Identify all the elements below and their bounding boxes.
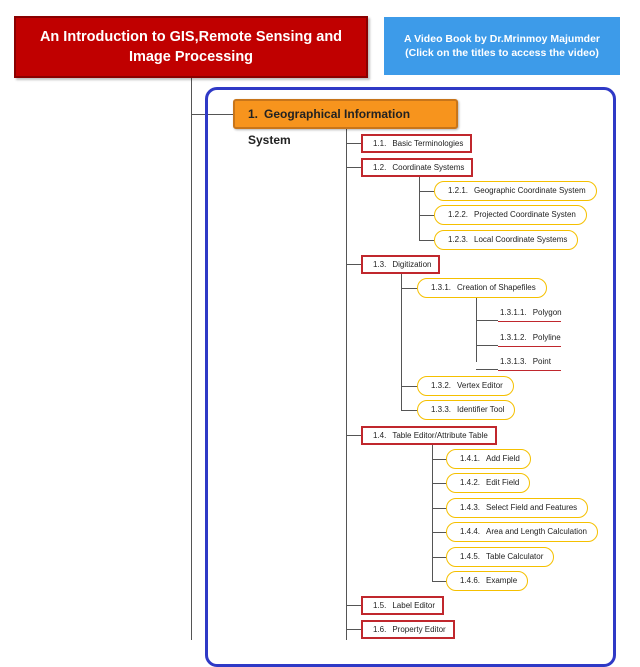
topic-number: 1.4.4. — [460, 527, 481, 536]
connector-1-4-6 — [432, 581, 446, 582]
connector-root — [191, 114, 233, 115]
topic-label: Polyline — [532, 333, 561, 342]
topic-number: 1.1. — [373, 139, 387, 148]
topic-label: Select Field and Features — [486, 503, 578, 512]
topic-area-and-length-calculation[interactable]: 1.4.4. Area and Length Calculation — [446, 522, 598, 542]
topic-number: 1.3.3. — [431, 405, 452, 414]
topic-number: 1.2.2. — [448, 210, 469, 219]
topic-polyline[interactable]: 1.3.1.2. Polyline — [498, 330, 561, 347]
topic-label: Table Calculator — [486, 552, 544, 561]
topic-geographic-coordinate-system[interactable]: 1.2.1. Geographic Coordinate System — [434, 181, 597, 201]
topic-label: Vertex Editor — [457, 381, 503, 390]
connector-1-6 — [346, 629, 361, 630]
connector-1-3-1 — [401, 288, 417, 289]
connector-1-1 — [346, 143, 361, 144]
main-title-text: An Introduction to GIS,Remote Sensing an… — [39, 29, 343, 65]
connector-1-2 — [346, 167, 361, 168]
topic-label: Polygon — [532, 308, 562, 317]
topic-point[interactable]: 1.3.1.3. Point — [498, 354, 561, 371]
connector-1-4-1 — [432, 459, 446, 460]
connector-1-4-5 — [432, 557, 446, 558]
topic-label: Geographic Coordinate System — [474, 186, 586, 195]
connector-1-3-1-1 — [476, 320, 498, 321]
connector-1-2-trunk — [419, 176, 420, 240]
topic-polygon[interactable]: 1.3.1.1. Polygon — [498, 305, 562, 322]
connector-main-trunk — [191, 78, 192, 640]
topic-number: 1. — [248, 107, 259, 121]
topic-select-field-and-features[interactable]: 1.4.3. Select Field and Features — [446, 498, 589, 518]
topic-number: 1.5. — [373, 601, 387, 610]
topic-digitization[interactable]: 1.3. Digitization — [361, 255, 441, 274]
connector-1-4-trunk — [432, 444, 433, 582]
topic-label: Add Field — [486, 454, 520, 463]
topic-number: 1.2. — [373, 163, 387, 172]
topic-number: 1.2.1. — [448, 186, 469, 195]
topic-identifier-tool[interactable]: 1.3.3. Identifier Tool — [417, 400, 516, 420]
topic-label: Basic Terminologies — [392, 139, 464, 148]
topic-vertex-editor[interactable]: 1.3.2. Vertex Editor — [417, 376, 514, 396]
topic-property-editor[interactable]: 1.6. Property Editor — [361, 620, 455, 639]
topic-local-coordinate-systems[interactable]: 1.2.3. Local Coordinate Systems — [434, 230, 579, 250]
connector-1-3-3 — [401, 410, 417, 411]
topic-geographical-information-system[interactable]: 1.Geographical Information System — [233, 99, 458, 147]
topic-label: Property Editor — [392, 625, 446, 634]
topic-number: 1.3.1.1. — [500, 308, 527, 317]
topic-label: Creation of Shapefiles — [457, 283, 536, 292]
topic-number: 1.3.2. — [431, 381, 452, 390]
topic-label: Example — [486, 576, 518, 585]
topic-number: 1.2.3. — [448, 235, 469, 244]
connector-1-3-1-trunk — [476, 298, 477, 362]
topic-table-calculator[interactable]: 1.4.5. Table Calculator — [446, 547, 555, 567]
connector-1-2-2 — [419, 215, 434, 216]
topic-label: Point — [532, 357, 551, 366]
topic-creation-of-shapefiles[interactable]: 1.3.1. Creation of Shapefiles — [417, 278, 547, 298]
topic-label: Local Coordinate Systems — [474, 235, 568, 244]
video-book-banner[interactable]: A Video Book by Dr.Mrinmoy Majumder (Cli… — [384, 17, 620, 75]
connector-1-2-1 — [419, 191, 434, 192]
connector-1-3 — [346, 264, 361, 265]
connector-1-2-3 — [419, 240, 434, 241]
video-book-instruction: (Click on the titles to access the video… — [405, 47, 599, 59]
topic-edit-field[interactable]: 1.4.2. Edit Field — [446, 473, 531, 493]
topic-label: Label Editor — [392, 601, 436, 610]
connector-1-5 — [346, 605, 361, 606]
topic-add-field[interactable]: 1.4.1. Add Field — [446, 449, 531, 469]
topic-label-editor[interactable]: 1.5. Label Editor — [361, 596, 445, 615]
topic-label: Digitization — [392, 260, 432, 269]
topic-number: 1.4.2. — [460, 478, 481, 487]
topic-number: 1.4. — [373, 431, 387, 440]
topic-number: 1.6. — [373, 625, 387, 634]
topic-label: Edit Field — [486, 478, 520, 487]
topic-basic-terminologies[interactable]: 1.1. Basic Terminologies — [361, 134, 473, 153]
topic-label: Geographical Information System — [248, 107, 411, 147]
topic-label: Coordinate Systems — [392, 163, 465, 172]
topic-table-editor[interactable]: 1.4. Table Editor/Attribute Table — [361, 426, 497, 445]
topic-label: Area and Length Calculation — [486, 527, 587, 536]
connector-1-4-2 — [432, 483, 446, 484]
topic-label: Projected Coordinate Systen — [474, 210, 576, 219]
connector-1-3-1-3 — [476, 369, 498, 370]
topic-number: 1.4.6. — [460, 576, 481, 585]
connector-1-3-trunk — [401, 273, 402, 411]
connector-1-4 — [346, 435, 361, 436]
video-book-author: A Video Book by Dr.Mrinmoy Majumder — [403, 33, 601, 45]
topic-example[interactable]: 1.4.6. Example — [446, 571, 529, 591]
topic-number: 1.4.3. — [460, 503, 481, 512]
topic-number: 1.3.1. — [431, 283, 452, 292]
topic-label: Table Editor/Attribute Table — [392, 431, 488, 440]
connector-1-3-2 — [401, 386, 417, 387]
topic-number: 1.4.1. — [460, 454, 481, 463]
topic-number: 1.3.1.2. — [500, 333, 527, 342]
topic-projected-coordinate-system[interactable]: 1.2.2. Projected Coordinate Systen — [434, 205, 587, 225]
connector-level2-trunk — [346, 129, 347, 640]
topic-number: 1.3. — [373, 260, 387, 269]
topic-number: 1.3.1.3. — [500, 357, 527, 366]
topic-label: Identifier Tool — [457, 405, 505, 414]
connector-1-3-1-2 — [476, 345, 498, 346]
topic-number: 1.4.5. — [460, 552, 481, 561]
main-title: An Introduction to GIS,Remote Sensing an… — [14, 16, 368, 78]
topic-coordinate-systems[interactable]: 1.2. Coordinate Systems — [361, 158, 474, 177]
connector-1-4-3 — [432, 508, 446, 509]
connector-1-4-4 — [432, 532, 446, 533]
